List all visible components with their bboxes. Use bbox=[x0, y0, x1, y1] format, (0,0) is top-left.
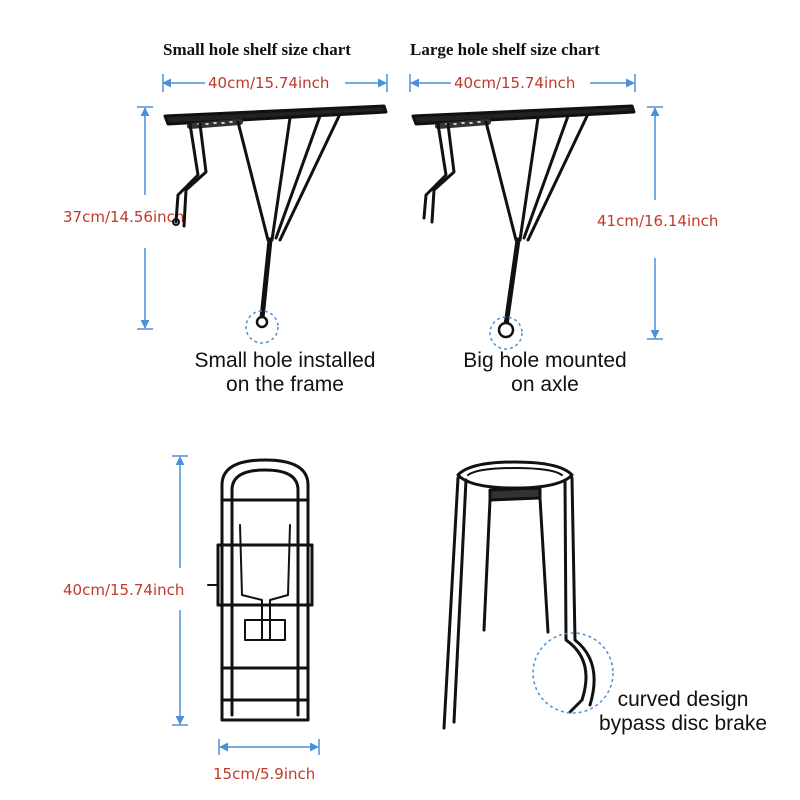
small-rack-height-label: 37cm/14.56inch bbox=[63, 208, 185, 226]
small-hole-chart-title: Small hole shelf size chart bbox=[163, 40, 351, 59]
big-hole-caption-line1: Big hole mounted bbox=[463, 349, 627, 372]
large-rack-width-label: 40cm/15.74inch bbox=[454, 74, 576, 92]
small-rack-width-label: 40cm/15.74inch bbox=[208, 74, 330, 92]
large-hole-chart-title: Large hole shelf size chart bbox=[410, 40, 600, 59]
rack-top-view-image bbox=[207, 458, 314, 722]
curved-design-caption: curved design bypass disc brake bbox=[588, 688, 778, 736]
small-hole-caption: Small hole installed on the frame bbox=[180, 349, 390, 397]
large-hole-rack-image bbox=[411, 104, 636, 339]
curved-design-highlight bbox=[532, 632, 614, 714]
large-rack-height-label: 41cm/16.14inch bbox=[597, 212, 719, 230]
curved-design-caption-line1: curved design bbox=[617, 688, 749, 711]
top-view-length-label: 40cm/15.74inch bbox=[63, 581, 185, 599]
big-hole-caption-line2: on axle bbox=[511, 373, 579, 396]
big-hole-highlight bbox=[489, 316, 523, 350]
curved-design-caption-line2: bypass disc brake bbox=[598, 712, 768, 735]
small-hole-caption-line1: Small hole installed bbox=[194, 349, 376, 372]
small-hole-caption-line2: on the frame bbox=[226, 373, 344, 396]
big-hole-caption: Big hole mounted on axle bbox=[440, 349, 650, 397]
top-view-width-label: 15cm/5.9inch bbox=[213, 765, 316, 783]
rack-side-view-image bbox=[442, 460, 596, 730]
small-hole-rack-image bbox=[163, 104, 388, 329]
small-hole-highlight bbox=[245, 310, 279, 344]
